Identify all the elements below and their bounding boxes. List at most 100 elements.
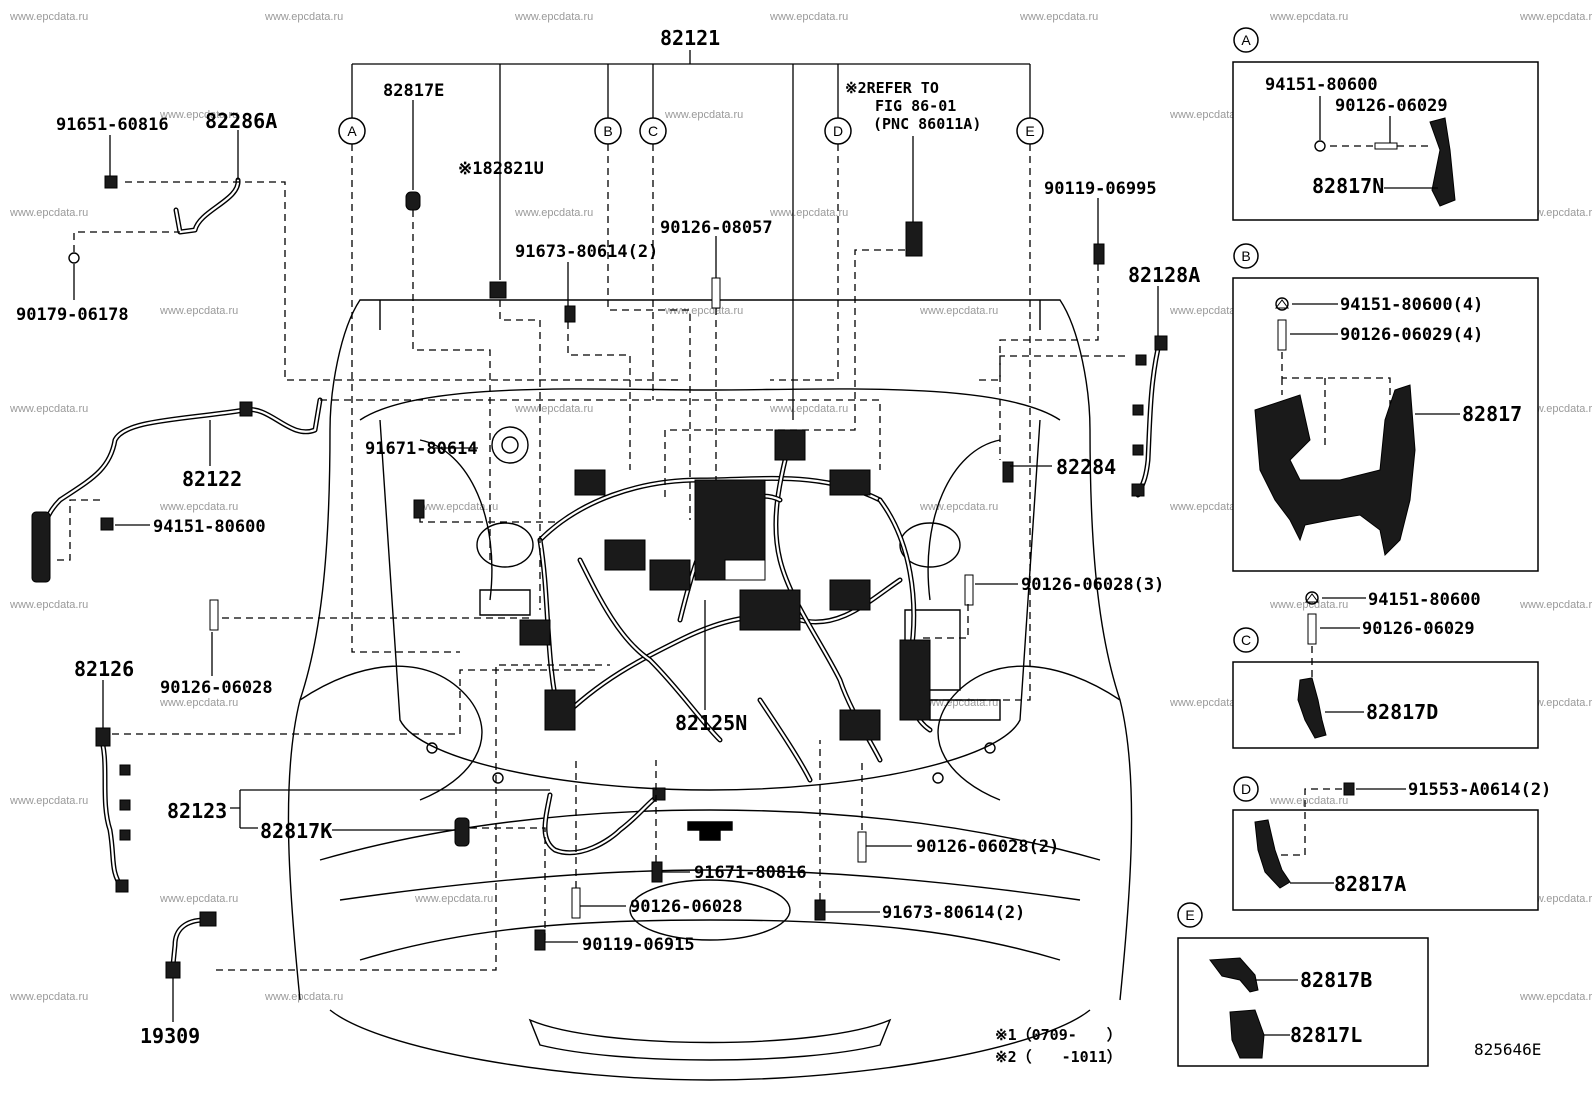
label-82284: 82284 (1056, 455, 1116, 479)
detail-d-clip: 91553-A0614(2) (1408, 780, 1551, 800)
bolt-icon (413, 499, 425, 519)
clip-icon (1002, 461, 1014, 483)
watermark: www.epcdata.ru (9, 403, 88, 415)
watermark: www.epcdata.ru (1519, 599, 1592, 611)
bracket-82817B (1209, 957, 1259, 993)
watermark: www.epcdata.ru (919, 697, 998, 709)
watermark: www.epcdata.ru (159, 501, 238, 513)
watermark: www.epcdata.ru (1169, 109, 1248, 121)
label-82821U: ※182821U (458, 159, 544, 179)
stud-icon (1277, 319, 1287, 351)
watermark: www.epcdata.ru (919, 305, 998, 317)
stud-icon (1374, 142, 1398, 150)
stud-icon (571, 887, 581, 919)
watermark: www.epcdata.ru (769, 11, 848, 23)
bolt-icon (564, 305, 576, 323)
clip-icon (1343, 782, 1355, 796)
main-bubbles: A B C D E (338, 117, 1044, 145)
label-82122: 82122 (182, 467, 242, 491)
watermark: www.epcdata.ru (264, 991, 343, 1003)
watermark: www.epcdata.ru (1019, 11, 1098, 23)
bolt-icon (814, 899, 826, 921)
watermark: www.epcdata.ru (419, 501, 498, 513)
clip-icon (68, 252, 80, 264)
refer-line1: ※2REFER TO (845, 79, 939, 97)
label-94151-80600: 94151-80600 (153, 517, 266, 537)
bolt-icon (651, 861, 663, 883)
label-82123: 82123 (167, 799, 227, 823)
watermark: www.epcdata.ru (9, 11, 88, 23)
label-91673-80614-2b: 91673-80614(2) (882, 903, 1025, 923)
label-82817E: 82817E (383, 81, 444, 101)
watermark: www.epcdata.ru (159, 893, 238, 905)
watermark: www.epcdata.ru (1269, 795, 1348, 807)
detail-e: E 82817B 82817L (1177, 902, 1429, 1067)
detail-e-upper: 82817B (1300, 968, 1372, 992)
detail-a: A 94151-80600 90126-06029 82817N (1232, 27, 1539, 221)
watermark: www.epcdata.ru (1519, 991, 1592, 1003)
engine-harness (519, 429, 933, 783)
detail-c-stud: 90126-06029 (1362, 619, 1475, 639)
nut-icon (1275, 297, 1289, 311)
detail-c: 94151-80600 90126-06029 C 82817D (1232, 590, 1539, 749)
label-90126-06028b: 90126-06028 (630, 897, 743, 917)
watermark: www.epcdata.ru (664, 109, 743, 121)
clip-icon (405, 191, 421, 211)
detail-d: D 91553-A0614(2) 82817A (1232, 776, 1551, 911)
nut-icon (1305, 591, 1319, 605)
bubble-a: A (338, 117, 366, 145)
bubble-d: D (824, 117, 852, 145)
watermark: www.epcdata.ru (769, 207, 848, 219)
bracket-82817L (1229, 1009, 1265, 1059)
note-1: ※1（0709- ） (995, 1026, 1122, 1044)
detail-d-bracket: 82817A (1334, 872, 1406, 896)
watermark: www.epcdata.ru (264, 11, 343, 23)
bubble-b: B (594, 117, 622, 145)
bracket-82817A (1254, 819, 1291, 889)
svg-text:B: B (603, 123, 612, 139)
dashed-lines (52, 144, 1125, 971)
watermark: www.epcdata.ru (1269, 11, 1348, 23)
bracket-82817D (1297, 677, 1327, 739)
detail-e-letter: E (1185, 907, 1194, 923)
watermark: www.epcdata.ru (159, 697, 238, 709)
stud-icon (711, 277, 721, 309)
bubble-c: C (639, 117, 667, 145)
detail-b: B 94151-80600(4) 90126-06029(4) 82817 (1232, 243, 1539, 572)
label-91673-80614-2a: 91673-80614(2) (515, 242, 658, 262)
watermark: www.epcdata.ru (514, 403, 593, 415)
watermark: www.epcdata.ru (919, 501, 998, 513)
label-19309: 19309 (140, 1024, 200, 1048)
bubble-e: E (1016, 117, 1044, 145)
leader-lines (73, 50, 1159, 1022)
label-90126-08057: 90126-08057 (660, 218, 773, 238)
label-91671-80816: 91671-80816 (694, 863, 807, 883)
clip-icon (489, 281, 507, 299)
label-82121: 82121 (660, 26, 720, 50)
refer-line2: FIG 86-01 (875, 97, 956, 115)
watermark: www.epcdata.ru (9, 599, 88, 611)
detail-a-stud: 90126-06029 (1335, 96, 1448, 116)
nut-icon (1314, 140, 1326, 152)
figure-code: 825646E (1474, 1040, 1541, 1059)
label-82286A: 82286A (205, 109, 277, 133)
watermark: www.epcdata.ru (1169, 305, 1248, 317)
watermark: www.epcdata.ru (9, 207, 88, 219)
part-labels: 82121 82817E ※2REFER TO FIG 86-01 (PNC 8… (16, 26, 1541, 1066)
stud-icon (209, 599, 219, 631)
watermark: www.epcdata.ru (9, 795, 88, 807)
label-91651-60816: 91651-60816 (56, 115, 169, 135)
label-90126-06028a: 90126-06028 (160, 678, 273, 698)
label-82125N: 82125N (675, 711, 747, 735)
harness-82126 (95, 727, 131, 893)
label-90179-06178: 90179-06178 (16, 305, 129, 325)
watermark: www.epcdata.ru (1269, 599, 1348, 611)
label-82817K: 82817K (260, 819, 332, 843)
bracket-82817 (1254, 384, 1416, 557)
label-90119-06995: 90119-06995 (1044, 179, 1157, 199)
svg-text:C: C (648, 123, 658, 139)
detail-b-stud: 90126-06029(4) (1340, 325, 1483, 345)
detail-b-nut: 94151-80600(4) (1340, 295, 1483, 315)
label-82126: 82126 (74, 657, 134, 681)
wire-82123 (454, 787, 666, 856)
